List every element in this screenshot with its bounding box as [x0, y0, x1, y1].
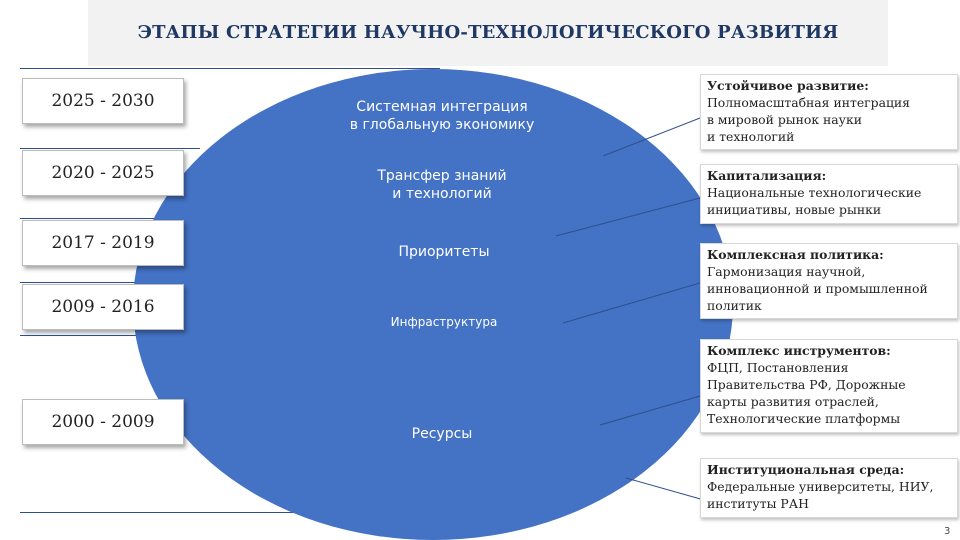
desc-line: и технологий: [707, 129, 795, 144]
title-band: [88, 0, 888, 66]
stage-integration-line2: в глобальную экономику: [349, 117, 535, 133]
desc-line: в мировой рынок науки: [707, 112, 862, 127]
desc-line: Гармонизация научной,: [707, 264, 866, 279]
stage-priorities: Приоритеты: [398, 244, 490, 260]
stage-infrastructure: Инфраструктура: [390, 315, 498, 329]
separator-line-left-3: [20, 282, 200, 283]
desc-head: Устойчивое развитие:: [707, 78, 869, 93]
period-2020-2025: 2020 - 2025: [22, 150, 184, 196]
desc-instruments: Комплекс инструментов: ФЦП, Постановлени…: [700, 339, 958, 433]
desc-head: Капитализация:: [707, 168, 827, 183]
separator-line-top: [20, 68, 440, 69]
desc-line: карты развития отраслей,: [707, 394, 879, 409]
desc-line: политик: [707, 298, 762, 313]
strategy-ellipse: [133, 69, 733, 540]
desc-line: институты РАН: [707, 496, 809, 511]
stage-transfer: Трансфер знаний и технологий: [340, 167, 544, 203]
desc-head: Институциональная среда:: [707, 462, 905, 477]
desc-institutional-environment: Институциональная среда: Федеральные уни…: [700, 458, 958, 518]
desc-line: инновационной и промышленной: [707, 281, 928, 296]
desc-sustainable-development: Устойчивое развитие: Полномасштабная инт…: [700, 74, 958, 150]
period-2025-2030: 2025 - 2030: [22, 78, 184, 124]
desc-head: Комплекс инструментов:: [707, 343, 891, 358]
stage-transfer-line2: и технологий: [392, 186, 492, 202]
stage-integration: Системная интеграция в глобальную эконом…: [320, 98, 564, 134]
desc-line: ФЦП, Постановления: [707, 360, 849, 375]
page-title: ЭТАПЫ СТРАТЕГИИ НАУЧНО-ТЕХНОЛОГИЧЕСКОГО …: [137, 22, 839, 43]
separator-line-left-1: [20, 148, 200, 149]
connector-5: [625, 477, 705, 501]
desc-line: Федеральные университеты, НИУ,: [707, 479, 934, 494]
separator-line-left-2: [20, 218, 200, 219]
desc-capitalization: Капитализация: Национальные технологичес…: [700, 164, 958, 224]
desc-line: инициативы, новые рынки: [707, 202, 882, 217]
period-2009-2016: 2009 - 2016: [22, 284, 184, 330]
stage-transfer-line1: Трансфер знаний: [377, 168, 507, 184]
stage-integration-line1: Системная интеграция: [356, 99, 528, 115]
desc-head: Комплексная политика:: [707, 247, 884, 262]
stage-resources: Ресурсы: [411, 426, 473, 442]
desc-line: Полномасштабная интеграция: [707, 95, 910, 110]
separator-line-bottom: [20, 512, 440, 513]
desc-line: Правительства РФ, Дорожные: [707, 377, 906, 392]
desc-complex-policy: Комплексная политика: Гармонизация научн…: [700, 243, 958, 319]
page-number: 3: [944, 526, 951, 537]
separator-line-left-4: [20, 335, 200, 336]
desc-line: Технологические платформы: [707, 411, 901, 426]
desc-line: Национальные технологические: [707, 185, 922, 200]
period-2000-2009: 2000 - 2009: [22, 399, 184, 445]
period-2017-2019: 2017 - 2019: [22, 220, 184, 266]
